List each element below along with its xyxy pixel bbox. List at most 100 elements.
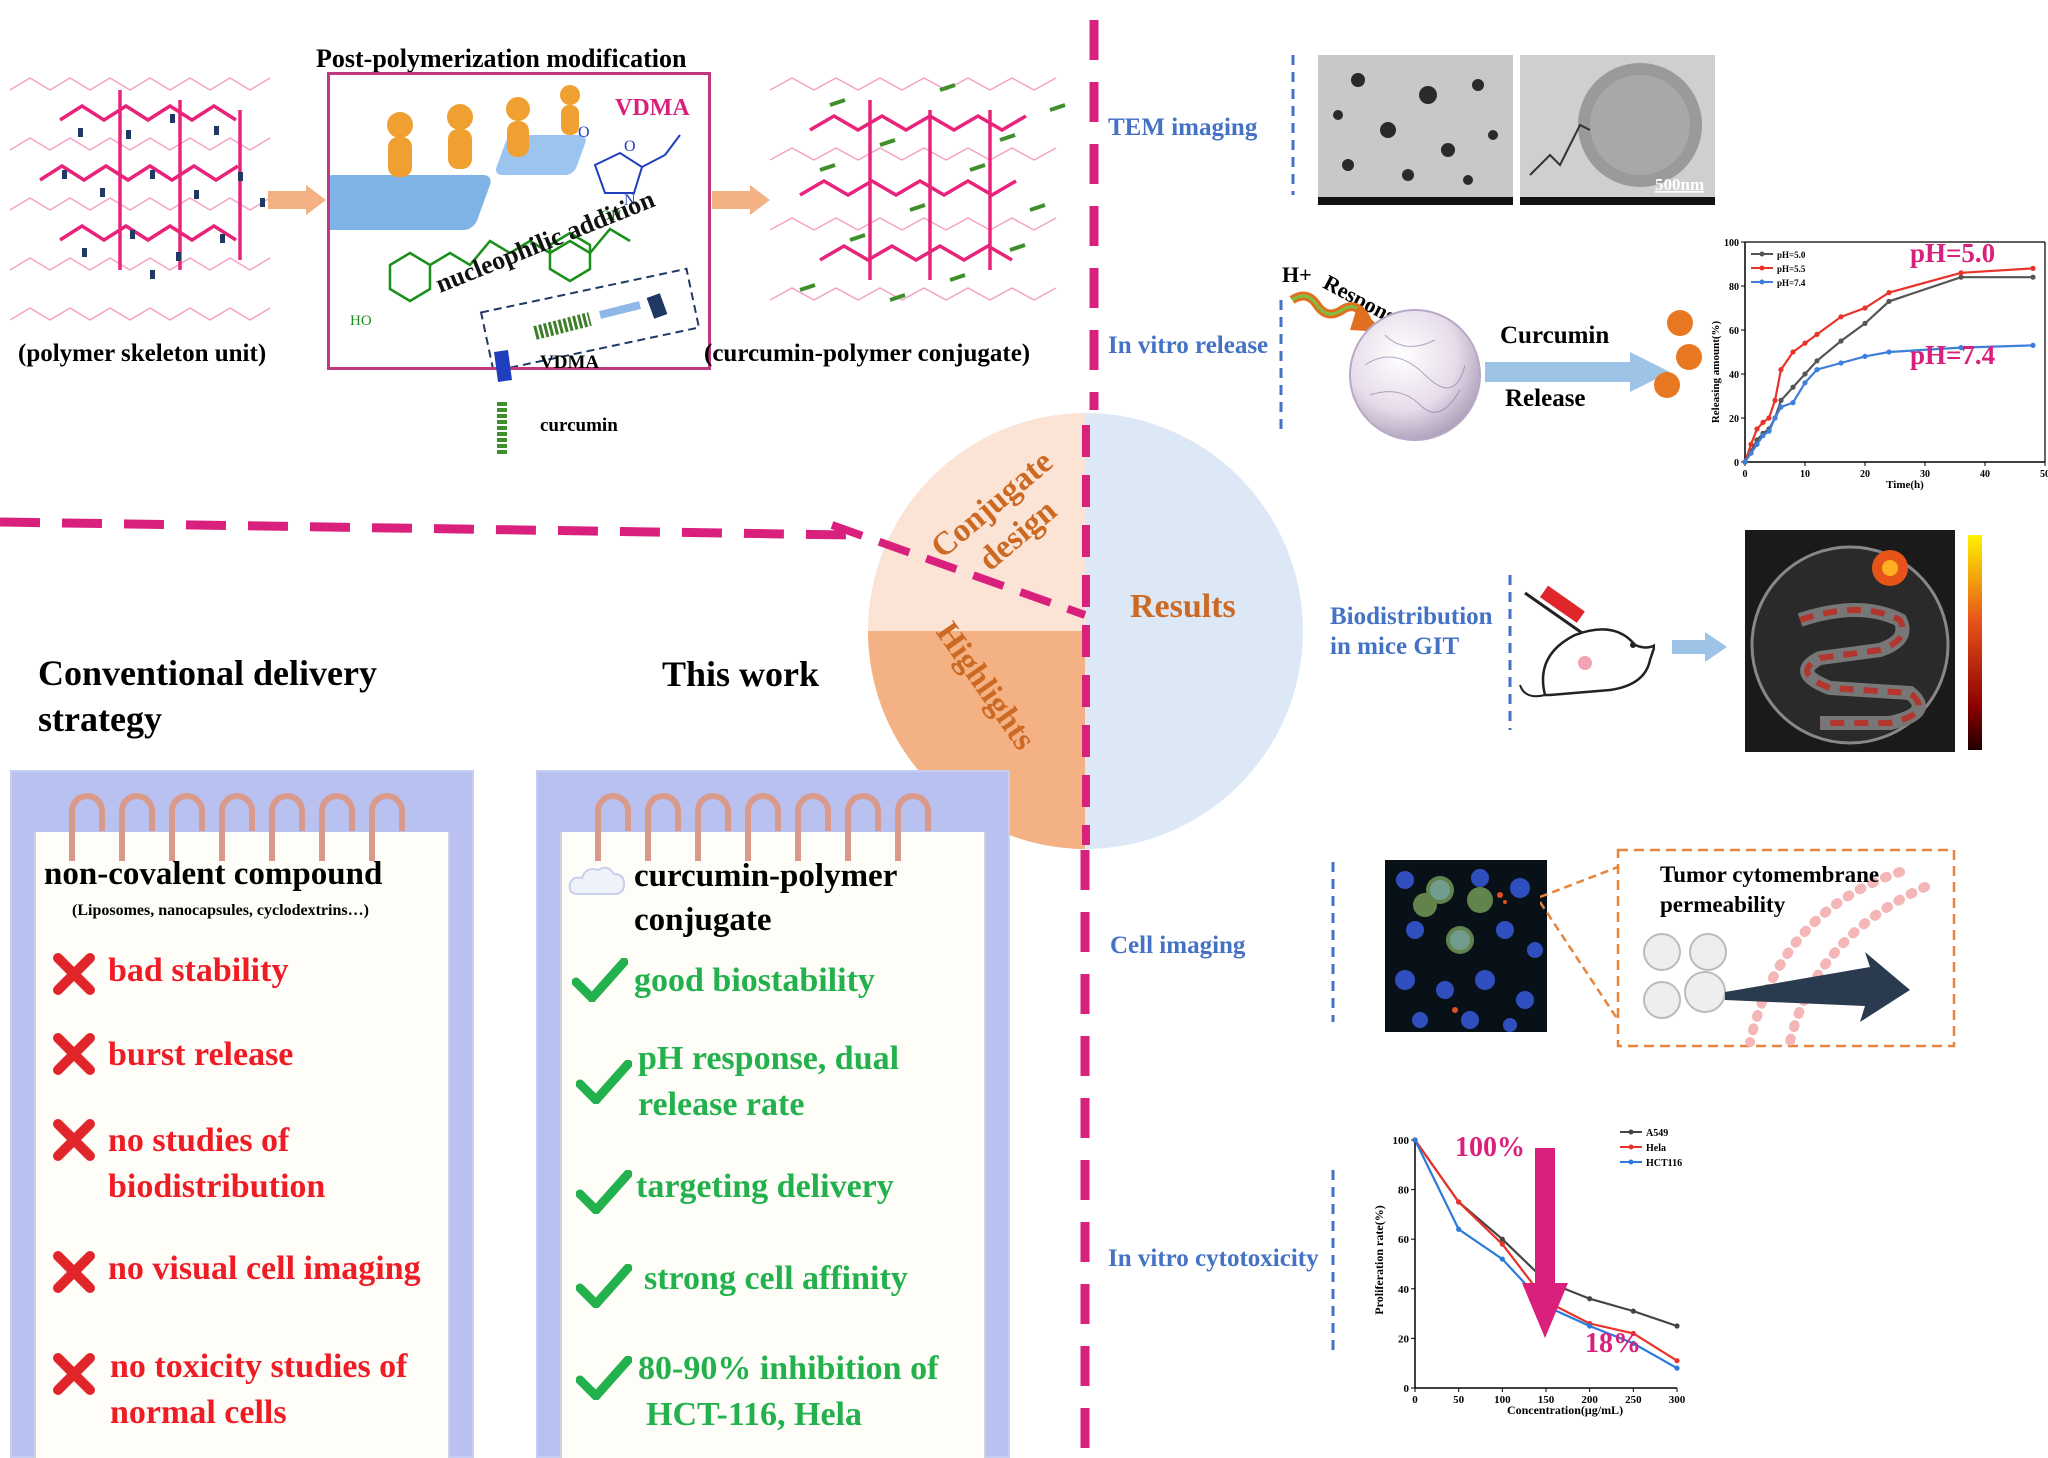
cyto-dash <box>1331 1170 1335 1350</box>
cyto-xlabel: Concentration(μg/mL) <box>1507 1403 1623 1417</box>
conventional-heading-1: Conventional delivery <box>38 653 377 693</box>
cross-icon <box>53 1353 95 1395</box>
tw-item-ph-1: pH response, dual <box>638 1040 900 1077</box>
tem-dash <box>1291 55 1295 195</box>
x-tick-label: 150 <box>1538 1394 1555 1406</box>
tw-item-affinity: strong cell affinity <box>644 1260 908 1297</box>
con-item-toxicity-1: no toxicity studies of <box>110 1348 408 1385</box>
legend-marker <box>1759 265 1765 271</box>
data-point-pH=5.0 <box>1802 371 1808 377</box>
release-annot-ph50: pH=5.0 <box>1910 238 1995 268</box>
cell-dash <box>1331 862 1335 1022</box>
thiswork-rings <box>595 793 931 861</box>
legend-label: pH=5.5 <box>1777 264 1806 274</box>
data-point-pH=7.4 <box>1814 367 1820 373</box>
y-tick-label: 0 <box>1734 458 1739 469</box>
y-tick-label: 20 <box>1729 414 1739 425</box>
mouse-graphic <box>1519 585 1655 698</box>
results-sector <box>1085 413 1303 849</box>
data-point-HCT116 <box>1456 1226 1462 1232</box>
check-icon <box>576 1060 632 1104</box>
data-point-pH=5.5 <box>1814 331 1820 337</box>
x-tick-label: 20 <box>1860 469 1870 480</box>
y-tick-label: 80 <box>1729 282 1739 293</box>
data-point-HCT116 <box>1412 1137 1418 1143</box>
check-icon <box>576 1170 632 1214</box>
curcumin-particles <box>1654 310 1702 398</box>
biodist-arrow <box>1672 632 1727 662</box>
data-point-pH=5.0 <box>1814 358 1820 364</box>
y-tick-label: 100 <box>1724 238 1739 249</box>
conjugate-caption: (curcumin-polymer conjugate) <box>704 340 1031 367</box>
divider-horizontal <box>0 517 851 540</box>
atom-o: O <box>578 124 590 141</box>
h-plus: H+ <box>1282 262 1312 287</box>
data-point-pH=7.4 <box>1958 345 1964 351</box>
data-point-pH=5.0 <box>1862 320 1868 326</box>
cross-icon <box>53 1033 95 1075</box>
cyto-down-arrow <box>1522 1148 1568 1338</box>
con-item-toxicity-2: normal cells <box>110 1394 287 1431</box>
data-point-pH=5.5 <box>1958 270 1964 276</box>
legend-marker <box>1759 279 1765 285</box>
thiswork-card-title-1: curcumin-polymer <box>634 858 898 894</box>
conventional-card-sub: (Liposomes, nanocapsules, cyclodextrins…… <box>72 902 369 919</box>
cross-icon <box>53 953 95 995</box>
conventional-paper <box>34 832 450 1458</box>
data-point-A549 <box>1630 1308 1636 1314</box>
tumor-text: Tumor cytomembrane permeability <box>1660 860 1879 920</box>
reaction-box: VDMA O O N HO OH nucleophilic addition <box>306 72 711 373</box>
cyto-label: In vitro cytotoxicity <box>1108 1245 1319 1272</box>
x-tick-label: 10 <box>1800 469 1810 480</box>
y-tick-label: 0 <box>1404 1383 1410 1395</box>
x-tick-label: 250 <box>1625 1394 1642 1406</box>
data-point-pH=5.0 <box>1886 298 1892 304</box>
data-point-pH=5.5 <box>1754 426 1760 432</box>
conjugate-sector <box>868 413 1085 631</box>
conventional-card: non-covalent compound (Liposomes, nanoca… <box>10 770 474 1458</box>
cyto-ylabel: Proliferation rate(%) <box>1372 1205 1386 1314</box>
tw-item-targeting: targeting delivery <box>636 1168 894 1205</box>
data-point-HCT116 <box>1499 1256 1505 1262</box>
legend-marker <box>1628 1159 1634 1165</box>
legend-label: pH=7.4 <box>1777 278 1806 288</box>
cross-icon <box>53 1251 95 1293</box>
tem-scale: 500nm <box>1655 175 1704 194</box>
data-point-pH=7.4 <box>1778 404 1784 410</box>
release-dash <box>1279 300 1283 430</box>
data-point-pH=7.4 <box>1886 349 1892 355</box>
data-point-pH=5.5 <box>1772 397 1778 403</box>
conventional-heading: Conventional delivery strategy <box>38 650 377 742</box>
biodist-label-1: Biodistribution <box>1330 603 1493 630</box>
check-icon <box>572 958 628 1002</box>
data-point-HCT116 <box>1587 1323 1593 1329</box>
x-tick-label: 30 <box>1920 469 1930 480</box>
x-tick-label: 100 <box>1494 1394 1511 1406</box>
y-tick-label: 60 <box>1398 1234 1410 1246</box>
data-point-pH=7.4 <box>1742 459 1748 465</box>
data-point-A549 <box>1674 1323 1680 1329</box>
release-label: In vitro release <box>1108 332 1269 359</box>
arrow-right-1 <box>268 185 326 215</box>
release-ylabel: Releasing amount(%) <box>1710 320 1722 423</box>
data-point-pH=7.4 <box>1862 353 1868 359</box>
legend-marker <box>1628 1144 1634 1150</box>
release-annot-ph74: pH=7.4 <box>1910 340 1995 370</box>
con-item-biodist-1: no studies of <box>108 1122 290 1159</box>
thiswork-card-title: curcumin-polymer conjugate <box>634 854 897 942</box>
tem-label: TEM imaging <box>1108 114 1258 141</box>
cloud-icon <box>568 866 626 895</box>
cell-image <box>1385 860 1547 1032</box>
tumor-text-2: permeability <box>1660 892 1786 917</box>
data-point-pH=7.4 <box>1802 380 1808 386</box>
legend-label: Hela <box>1646 1143 1666 1154</box>
x-tick-label: 300 <box>1669 1394 1686 1406</box>
data-point-pH=5.0 <box>1958 274 1964 280</box>
polymer-skeleton-graphic <box>9 77 271 321</box>
conjugate-graphic <box>769 77 1066 302</box>
tumor-text-1: Tumor cytomembrane <box>1660 862 1880 887</box>
curcumin-release-text: Curcumin <box>1500 322 1610 349</box>
